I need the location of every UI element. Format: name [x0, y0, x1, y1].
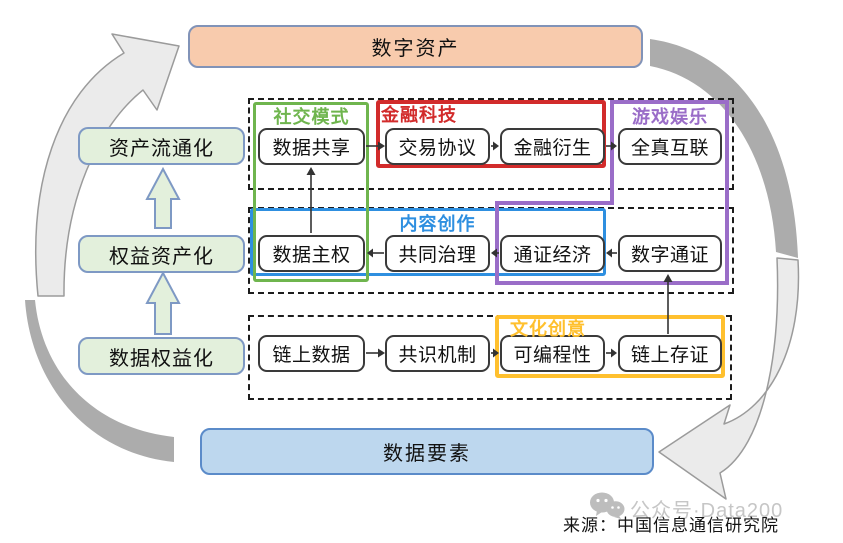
category-label-social: 社交模式 [273, 107, 350, 127]
flow-box-immersive-internet: 全真互联 [618, 128, 722, 165]
stage-box-data-equity: 数据权益化 [78, 337, 245, 375]
source-text: 来源：中国信息通信研究院 [563, 516, 779, 535]
stage-box-circulation: 资产流通化 [78, 127, 245, 165]
flow-box-co-governance: 共同治理 [385, 235, 490, 272]
flow-box-digital-token: 数字通证 [618, 235, 722, 272]
stage-up-arrow-top [145, 166, 181, 229]
watermark-text: 公众号·Data200 [630, 500, 784, 522]
category-rect-social [253, 102, 369, 282]
flow-box-consensus-mechanism: 共识机制 [385, 335, 490, 372]
stage-box-equity-assetization: 权益资产化 [78, 235, 245, 273]
flow-box-token-economy: 通证经济 [500, 235, 605, 272]
category-label-content: 内容创作 [399, 214, 476, 234]
flow-box-onchain-data: 链上数据 [258, 335, 365, 372]
flow-box-trade-protocol: 交易协议 [385, 128, 490, 165]
category-label-culture: 文化创意 [510, 319, 586, 339]
cycle-arrow-left-tail [25, 300, 174, 462]
bottom-node: 数据要素 [200, 428, 654, 475]
flow-box-financial-derivatives: 金融衍生 [500, 128, 605, 165]
flow-box-onchain-certificate: 链上存证 [618, 335, 722, 372]
flow-box-data-sovereignty: 数据主权 [258, 235, 365, 272]
flow-box-data-sharing: 数据共享 [258, 128, 365, 165]
stage-up-arrow-bottom [145, 270, 181, 335]
wechat-icon [590, 492, 625, 519]
flow-box-programmability: 可编程性 [500, 335, 605, 372]
category-label-fintech: 金融科技 [381, 105, 457, 125]
category-label-gaming: 游戏娱乐 [632, 107, 708, 127]
top-node: 数字资产 [188, 25, 643, 68]
